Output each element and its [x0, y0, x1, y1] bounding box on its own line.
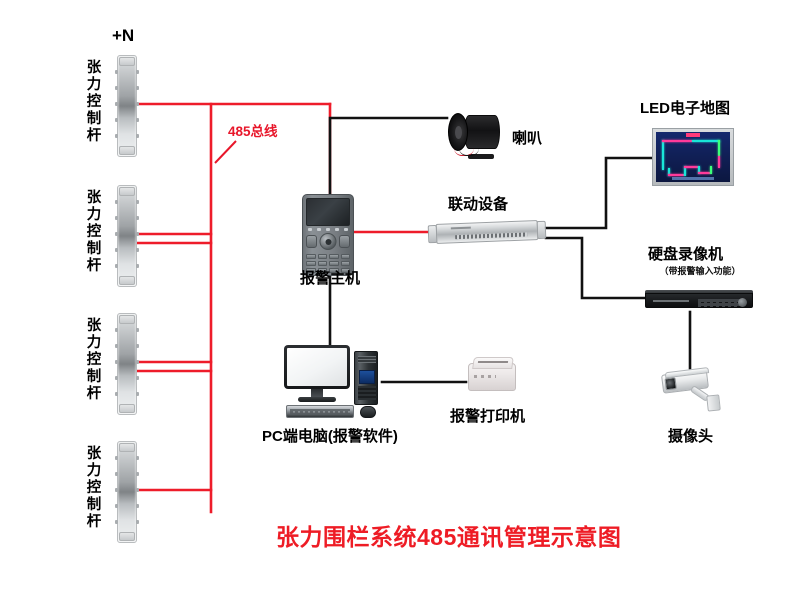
horn-speaker-label: 喇叭	[512, 130, 543, 147]
alarm-host-label: 报警主机	[300, 270, 361, 287]
linkage-device-label: 联动设备	[448, 196, 509, 213]
dvr-icon[interactable]	[645, 290, 753, 310]
printer-icon[interactable]	[466, 355, 520, 395]
tension-control-pole-1-icon	[115, 55, 139, 157]
wire-linkage-to-dvr	[544, 236, 647, 300]
bus-label-485: 485总线	[228, 124, 278, 139]
pc-tower[interactable]	[354, 351, 378, 405]
alarm-host-keypad[interactable]	[306, 254, 350, 273]
alarm-host-screen	[306, 198, 350, 226]
pc-mouse[interactable]	[360, 406, 376, 418]
alarm-host-left-button[interactable]	[306, 235, 317, 248]
alarm-host-status-leds	[306, 228, 350, 231]
alarm-host-nav-pad[interactable]	[319, 233, 337, 250]
desktop-computer-icon[interactable]	[284, 345, 392, 423]
bus-label-pointer	[214, 140, 237, 164]
wire-host-to-horn	[328, 116, 449, 196]
camera-label: 摄像头	[668, 428, 714, 445]
tension-control-pole-2-icon	[115, 185, 139, 287]
wire-linkage-to-ledmap	[544, 156, 654, 230]
diagram-title: 张力围栏系统485通讯管理示意图	[276, 524, 622, 550]
alarm-host-keypad-icon[interactable]	[302, 194, 354, 276]
tension-control-pole-1-label: 张力控制杆	[86, 60, 102, 145]
power-label-plus-n: +N	[112, 26, 135, 45]
bullet-camera-icon[interactable]	[658, 367, 722, 426]
led-display-panel-icon[interactable]	[652, 128, 734, 186]
tension-control-pole-3-label: 张力控制杆	[86, 318, 102, 403]
tension-control-pole-2-label: 张力控制杆	[86, 190, 102, 275]
alarm-host-nav-row	[306, 232, 350, 252]
pc-monitor[interactable]	[284, 345, 350, 389]
dvr-label: 硬盘录像机	[648, 246, 724, 263]
alarm-host-right-button[interactable]	[339, 235, 350, 248]
tension-control-pole-3-icon	[115, 313, 139, 415]
tension-control-pole-4-icon	[115, 441, 139, 543]
signal-wires-black	[328, 116, 692, 384]
bus-wires-red	[134, 102, 430, 514]
tension-control-pole-4-label: 张力控制杆	[86, 446, 102, 531]
horn-speaker-icon[interactable]	[448, 113, 504, 159]
dvr-sub-label: （带报警输入功能）	[659, 266, 741, 276]
printer-label: 报警打印机	[450, 408, 526, 425]
pc-keyboard[interactable]	[286, 405, 354, 418]
pc-label: PC端电脑(报警软件)	[262, 428, 398, 445]
rack-unit-icon[interactable]	[427, 220, 547, 245]
led-map-label: LED电子地图	[640, 100, 731, 117]
